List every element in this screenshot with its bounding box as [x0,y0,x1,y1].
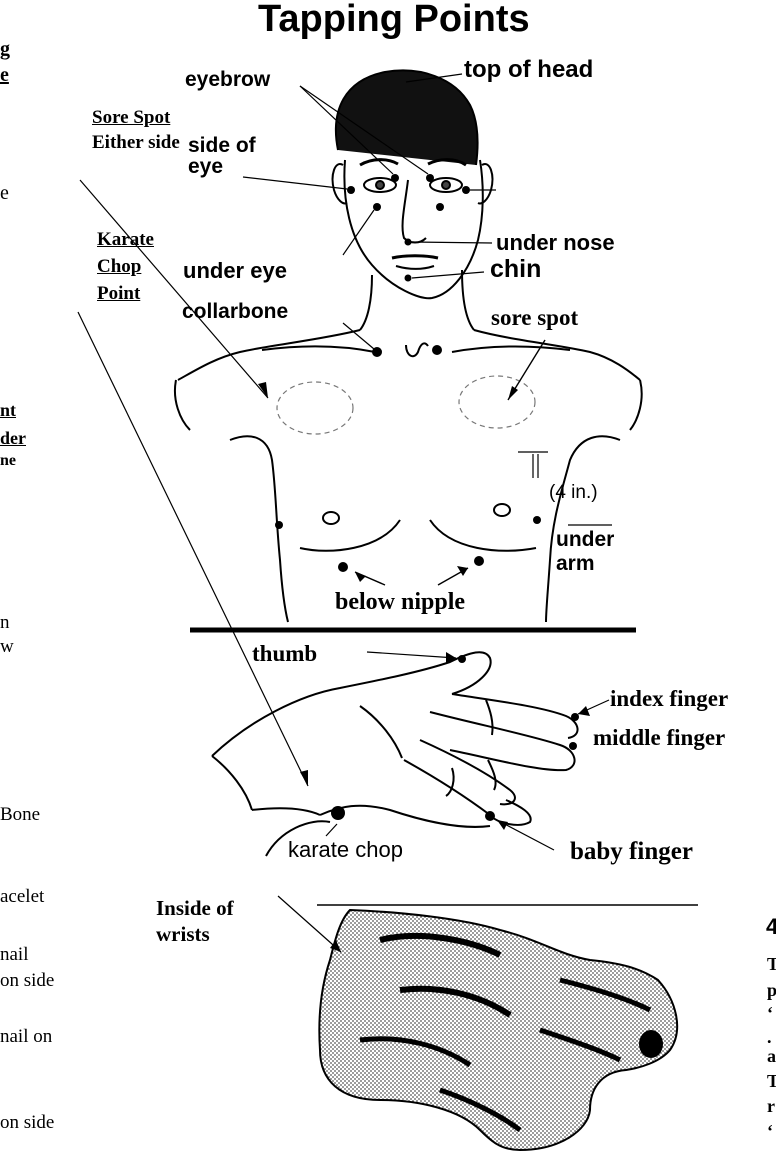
left-fragment: on side [0,1112,54,1134]
right-fragment: . [767,1027,772,1048]
left-fragment: w [0,636,14,658]
left-fragment: g [0,38,10,61]
right-fragment: a [767,1046,776,1067]
label-under-arm-1: under [556,528,614,552]
left-fragment: nail [0,944,29,966]
left-fragment: on side [0,970,54,992]
right-fragment: T [767,1071,776,1092]
label-under-nose: under nose [496,230,615,256]
label-inside-wrists-2: wrists [156,922,210,947]
label-below-nipple: below nipple [335,589,465,616]
left-fragment: acelet [0,886,44,908]
label-under-eye: under eye [183,258,287,284]
right-fragment: ‘ [767,1003,773,1024]
left-fragment: n [0,612,10,634]
label-under-arm-2: arm [556,552,595,576]
label-baby-finger: baby finger [570,838,693,866]
label-thumb: thumb [252,641,317,667]
label-inside-wrists-1: Inside of [156,896,234,921]
torso-illustration [175,330,642,622]
right-fragment: 4 [766,914,776,940]
label-chin: chin [490,255,541,284]
left-fragment: e [0,64,9,87]
hand-illustration [212,652,578,856]
left-fragment: nt [0,400,16,421]
label-top-of-head: top of head [464,56,593,84]
wrist-illustration [319,910,677,1150]
label-collarbone: collarbone [182,300,288,324]
label-four-inches: (4 in.) [549,482,598,504]
page-title: Tapping Points [258,0,530,41]
left-fragment: e [0,182,9,205]
label-eyebrow: eyebrow [185,68,270,92]
left-fragment: der [0,428,26,449]
right-fragment: T [767,954,776,975]
right-fragment: r [767,1096,775,1117]
karate-callout-line3: Point [97,283,140,305]
label-karate-chop: karate chop [288,837,403,863]
karate-callout-line2: Chop [97,256,141,278]
label-index-finger: index finger [610,686,728,712]
label-middle-finger: middle finger [593,725,725,751]
head-illustration [333,70,493,330]
karate-callout-line1: Karate [97,229,154,251]
sore-spot-callout-title: Sore Spot [92,107,170,129]
right-fragment: p [767,980,776,1001]
left-fragment: nail on [0,1026,52,1048]
left-fragment: ne [0,452,16,470]
label-sore-spot: sore spot [491,305,578,331]
left-fragment: Bone [0,804,40,826]
sore-spot-callout-sub: Either side [92,132,180,154]
right-fragment: ‘ [767,1121,773,1142]
label-side-of-eye-2: eye [188,155,223,179]
